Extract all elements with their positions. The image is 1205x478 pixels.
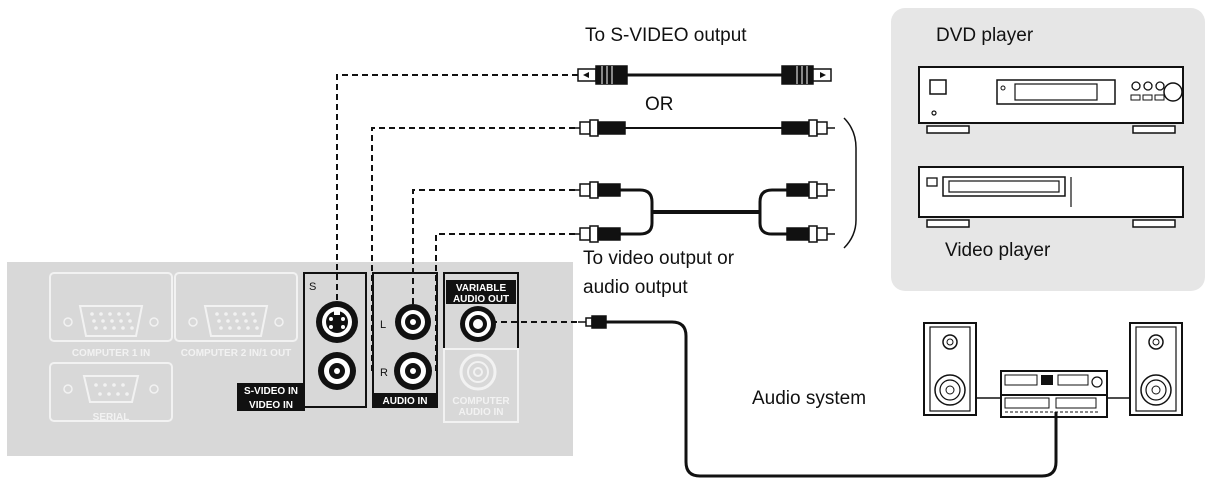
svideo-output-label: To S-VIDEO output	[585, 25, 747, 46]
rca-plug-video-right	[781, 119, 835, 137]
cables	[336, 73, 1058, 478]
video-in-label: VIDEO IN	[249, 400, 293, 411]
svideo-plug-right	[781, 65, 832, 85]
audio-in-port: L R AUDIO IN	[372, 272, 438, 408]
video-player	[918, 166, 1184, 228]
svideo-in-label: S-VIDEO IN	[244, 386, 298, 397]
computer2-port: COMPUTER 2 IN/1 OUT	[174, 272, 298, 359]
svideo-plug-left	[577, 65, 628, 85]
audio-out-label: AUDIO OUT	[453, 294, 509, 305]
stereo-receiver	[1000, 370, 1108, 418]
r-label: R	[380, 367, 388, 379]
variable-audio-out-port: VARIABLE AUDIO OUT	[443, 272, 519, 350]
rca-plug-video-left	[572, 119, 626, 137]
rca-plug-audio-l-right	[786, 181, 835, 199]
mini-plug-audio-out	[578, 315, 607, 329]
variable-label: VARIABLE	[456, 283, 507, 294]
computer1-in-label: COMPUTER 1 IN	[72, 348, 150, 359]
serial-label: SERIAL	[93, 412, 130, 423]
s-label: S	[309, 281, 316, 293]
computer-audio-in-port: COMPUTER AUDIO IN	[443, 348, 519, 423]
audio-system-label: Audio system	[752, 388, 866, 409]
audio-system	[923, 322, 1183, 418]
right-speaker	[1129, 322, 1183, 416]
dvd-player	[918, 66, 1184, 134]
serial-port: SERIAL	[49, 362, 173, 423]
or-label: OR	[645, 94, 674, 115]
plugs	[572, 65, 835, 329]
rca-plug-audio-r-left	[572, 225, 621, 243]
projector-panel: COMPUTER 1 IN COMPUTER 2 IN/1 OUT	[7, 262, 573, 456]
computer2-in-out-label: COMPUTER 2 IN/1 OUT	[181, 348, 292, 359]
computer-audio-in-line2: AUDIO IN	[459, 407, 504, 418]
left-speaker	[923, 322, 977, 416]
rca-plug-audio-r-right	[786, 225, 835, 243]
svideo-video-in-port: S S-VIDEO IN VIDEO IN	[237, 272, 367, 411]
l-label: L	[380, 319, 386, 331]
video-audio-output-label-1: To video output or	[583, 248, 735, 269]
video-player-label: Video player	[945, 240, 1051, 261]
video-audio-output-label-2: audio output	[583, 277, 688, 298]
dvd-player-label: DVD player	[936, 25, 1034, 46]
audio-in-label: AUDIO IN	[383, 396, 428, 407]
computer-audio-in-line1: COMPUTER	[452, 396, 510, 407]
rca-plug-audio-l-left	[572, 181, 621, 199]
computer1-port: COMPUTER 1 IN	[49, 272, 173, 359]
